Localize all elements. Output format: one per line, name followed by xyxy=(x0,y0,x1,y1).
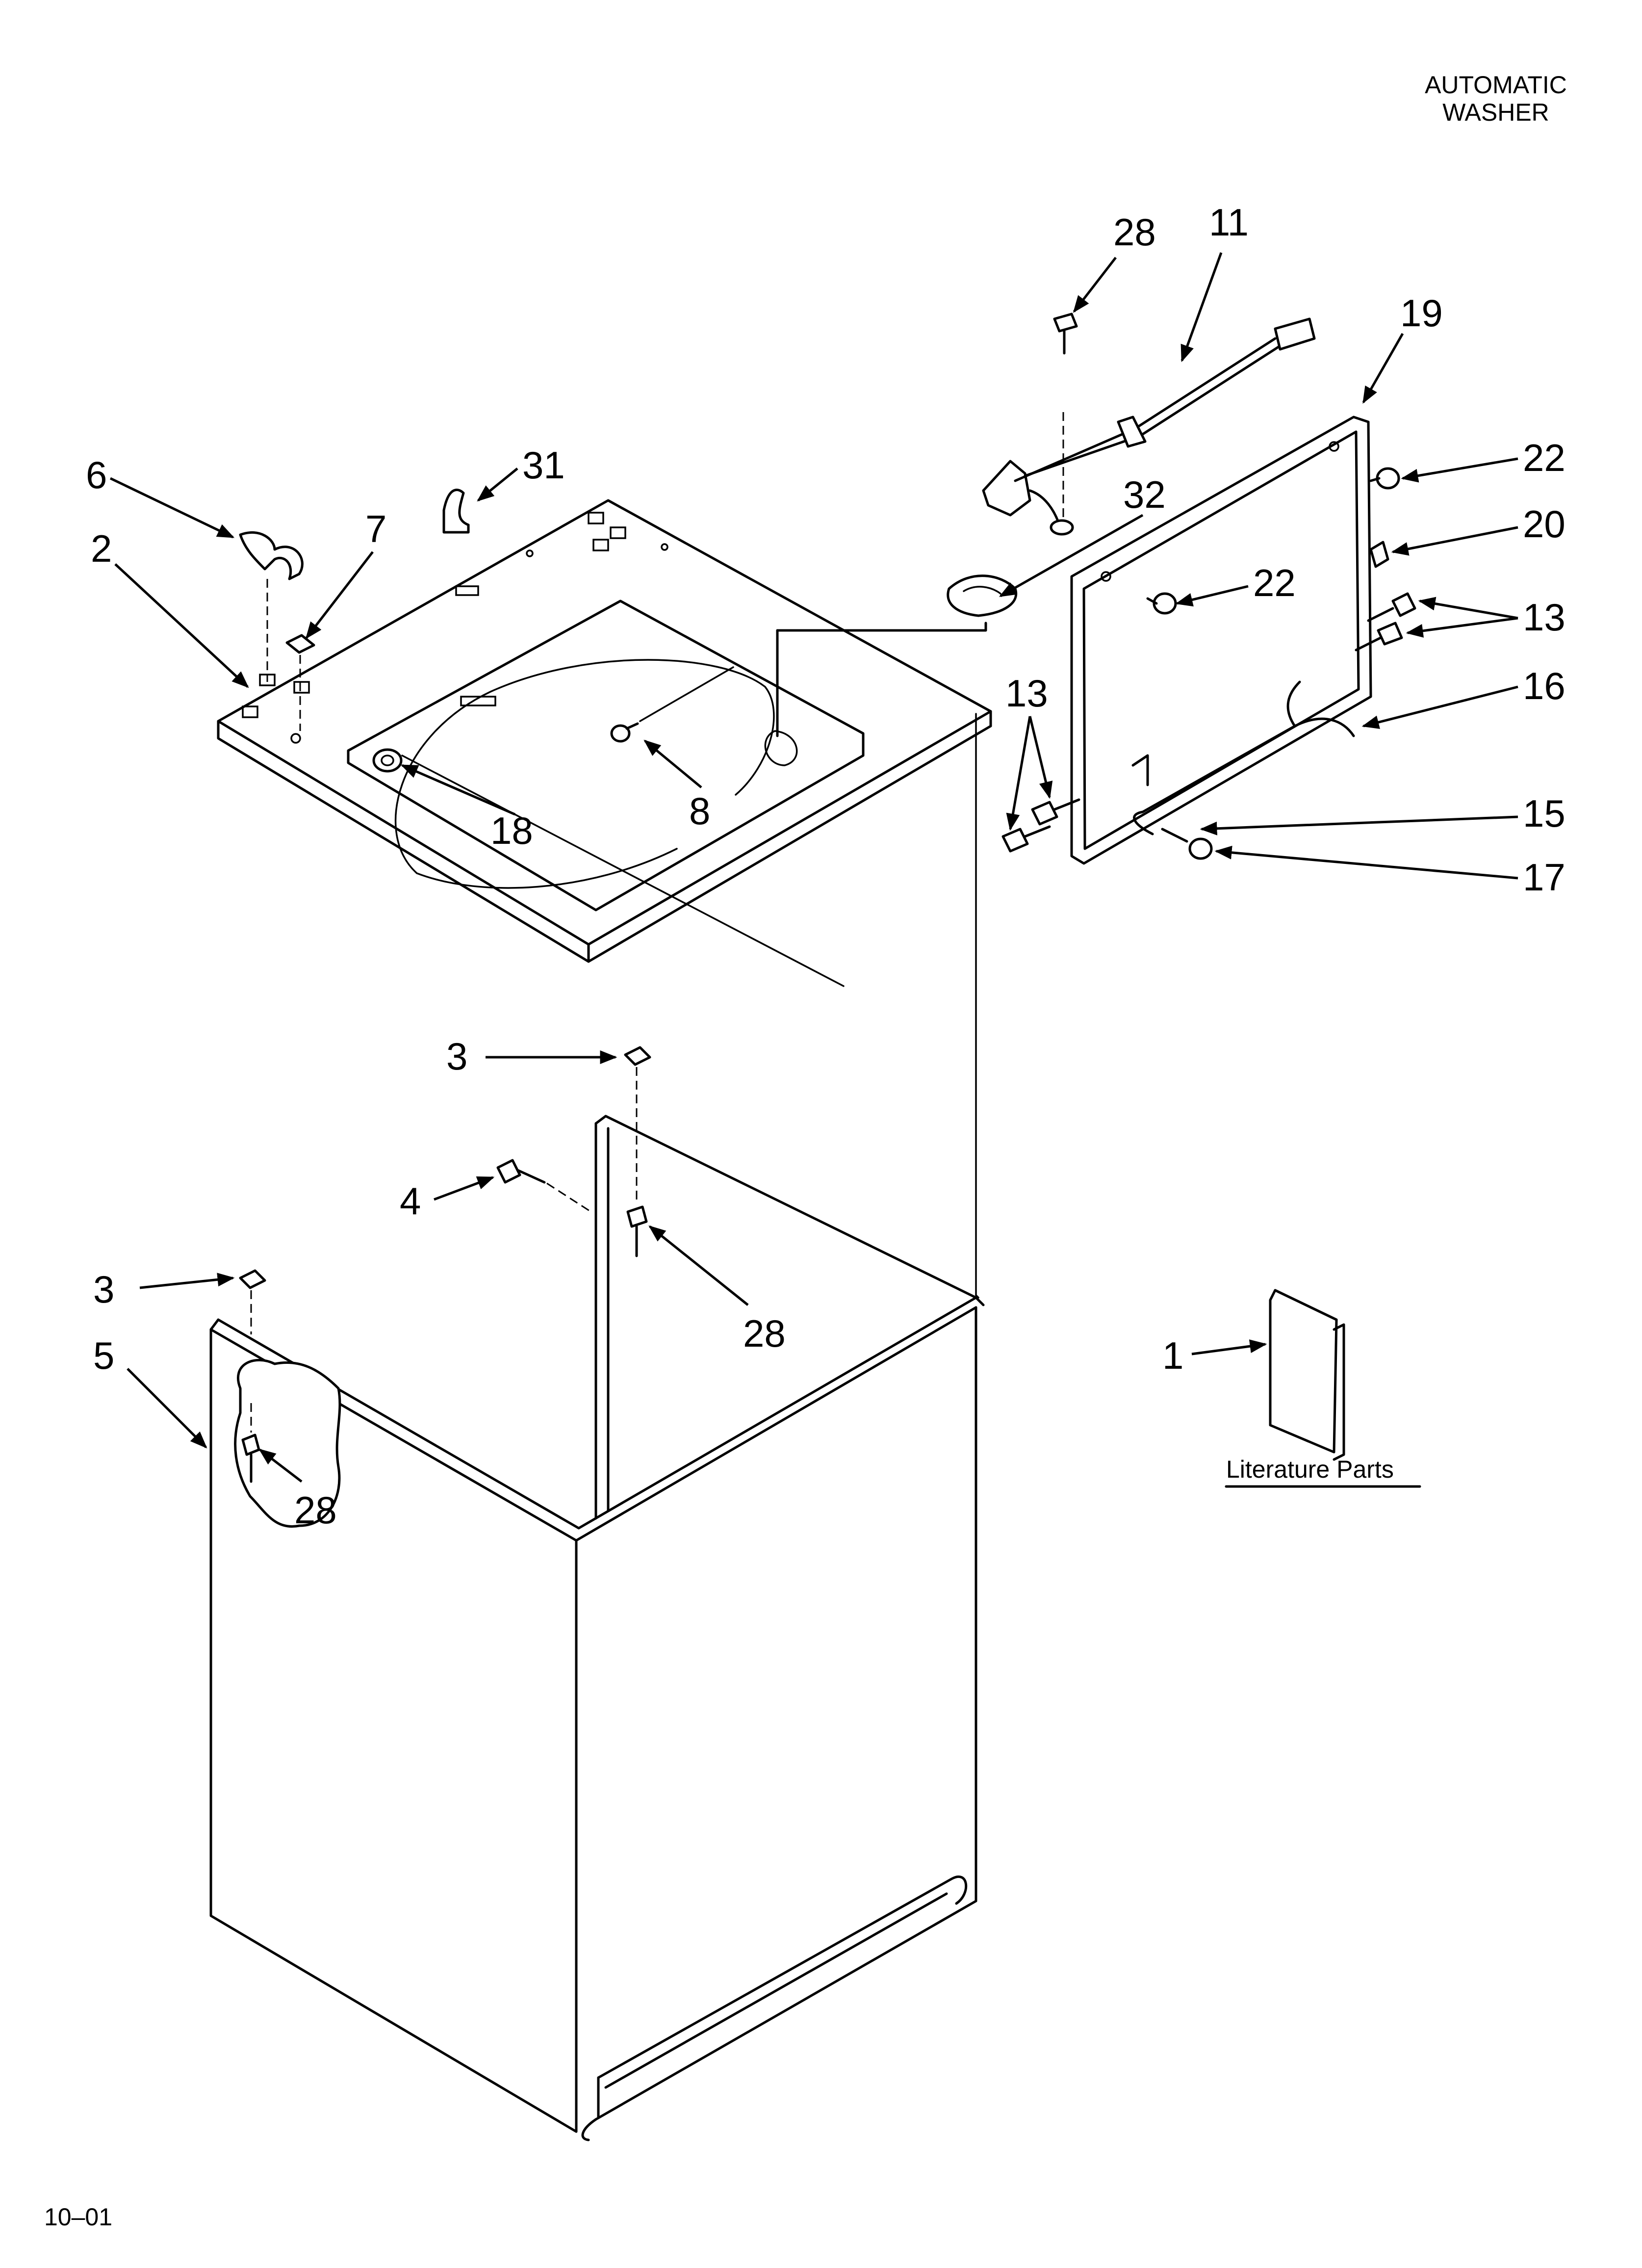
wire-harness-11 xyxy=(982,317,1316,536)
screw-28-top xyxy=(1053,313,1078,355)
screw-28-cabinet xyxy=(626,1205,648,1257)
clip-6 xyxy=(239,531,304,682)
callout-32: 32 xyxy=(1123,473,1166,516)
callout-5: 5 xyxy=(93,1334,114,1377)
screws-13-lower xyxy=(1001,798,1080,853)
nut-7 xyxy=(285,634,315,731)
callout-20: 20 xyxy=(1523,502,1565,546)
callout-28-cabinet: 28 xyxy=(743,1312,786,1355)
callout-13-lower: 13 xyxy=(1005,672,1048,715)
screws-13-upper xyxy=(1355,592,1416,652)
clip-31 xyxy=(442,489,470,534)
callout-22-lower: 22 xyxy=(1253,561,1296,604)
callout-7: 7 xyxy=(365,507,386,550)
title-line-1: AUTOMATIC xyxy=(1425,71,1567,99)
insert-32 xyxy=(776,574,1018,737)
callout-3-lower: 3 xyxy=(93,1268,114,1311)
nut-3-upper xyxy=(624,1046,651,1202)
callout-2: 2 xyxy=(91,527,112,570)
callout-3-upper: 3 xyxy=(446,1035,467,1078)
nut-3-lower xyxy=(239,1269,266,1334)
diagram-title: AUTOMATIC WASHER xyxy=(1412,71,1579,126)
screw-8 xyxy=(610,666,734,743)
callout-1: 1 xyxy=(1162,1334,1183,1377)
callout-28-cutaway: 28 xyxy=(294,1488,337,1532)
callout-28-top: 28 xyxy=(1113,210,1156,254)
bumper-22-lower xyxy=(1146,592,1177,615)
callout-16: 16 xyxy=(1523,664,1565,707)
foot-17 xyxy=(1161,828,1213,860)
callout-31: 31 xyxy=(522,443,565,487)
callout-15: 15 xyxy=(1523,792,1565,835)
callout-18: 18 xyxy=(490,809,533,852)
callout-13-upper: 13 xyxy=(1523,596,1565,639)
callout-4: 4 xyxy=(400,1179,421,1223)
grommet-18 xyxy=(372,748,845,987)
title-line-2: WASHER xyxy=(1442,99,1549,126)
callout-6: 6 xyxy=(86,453,107,496)
top-panel xyxy=(217,499,992,963)
literature-booklet xyxy=(1225,1289,1421,1488)
callout-19: 19 xyxy=(1400,291,1443,335)
callout-11: 11 xyxy=(1209,201,1249,244)
callout-numbers: 28 11 19 22 20 22 13 16 13 15 17 6 31 2 … xyxy=(86,201,1565,1532)
screw-4 xyxy=(496,1159,591,1213)
bumper-22-upper xyxy=(1369,467,1400,490)
revision-code: 10–01 xyxy=(44,2203,113,2231)
callout-22-upper: 22 xyxy=(1523,436,1565,479)
frame-19 xyxy=(1070,416,1372,865)
literature-parts-label: Literature Parts xyxy=(1226,1456,1394,1483)
cabinet-cutaway xyxy=(234,1358,341,1528)
cabinet-5 xyxy=(209,713,985,2141)
callout-17: 17 xyxy=(1523,856,1565,899)
callout-8: 8 xyxy=(689,789,710,833)
clip-20 xyxy=(1369,541,1389,568)
leader-lines xyxy=(109,252,1518,1483)
